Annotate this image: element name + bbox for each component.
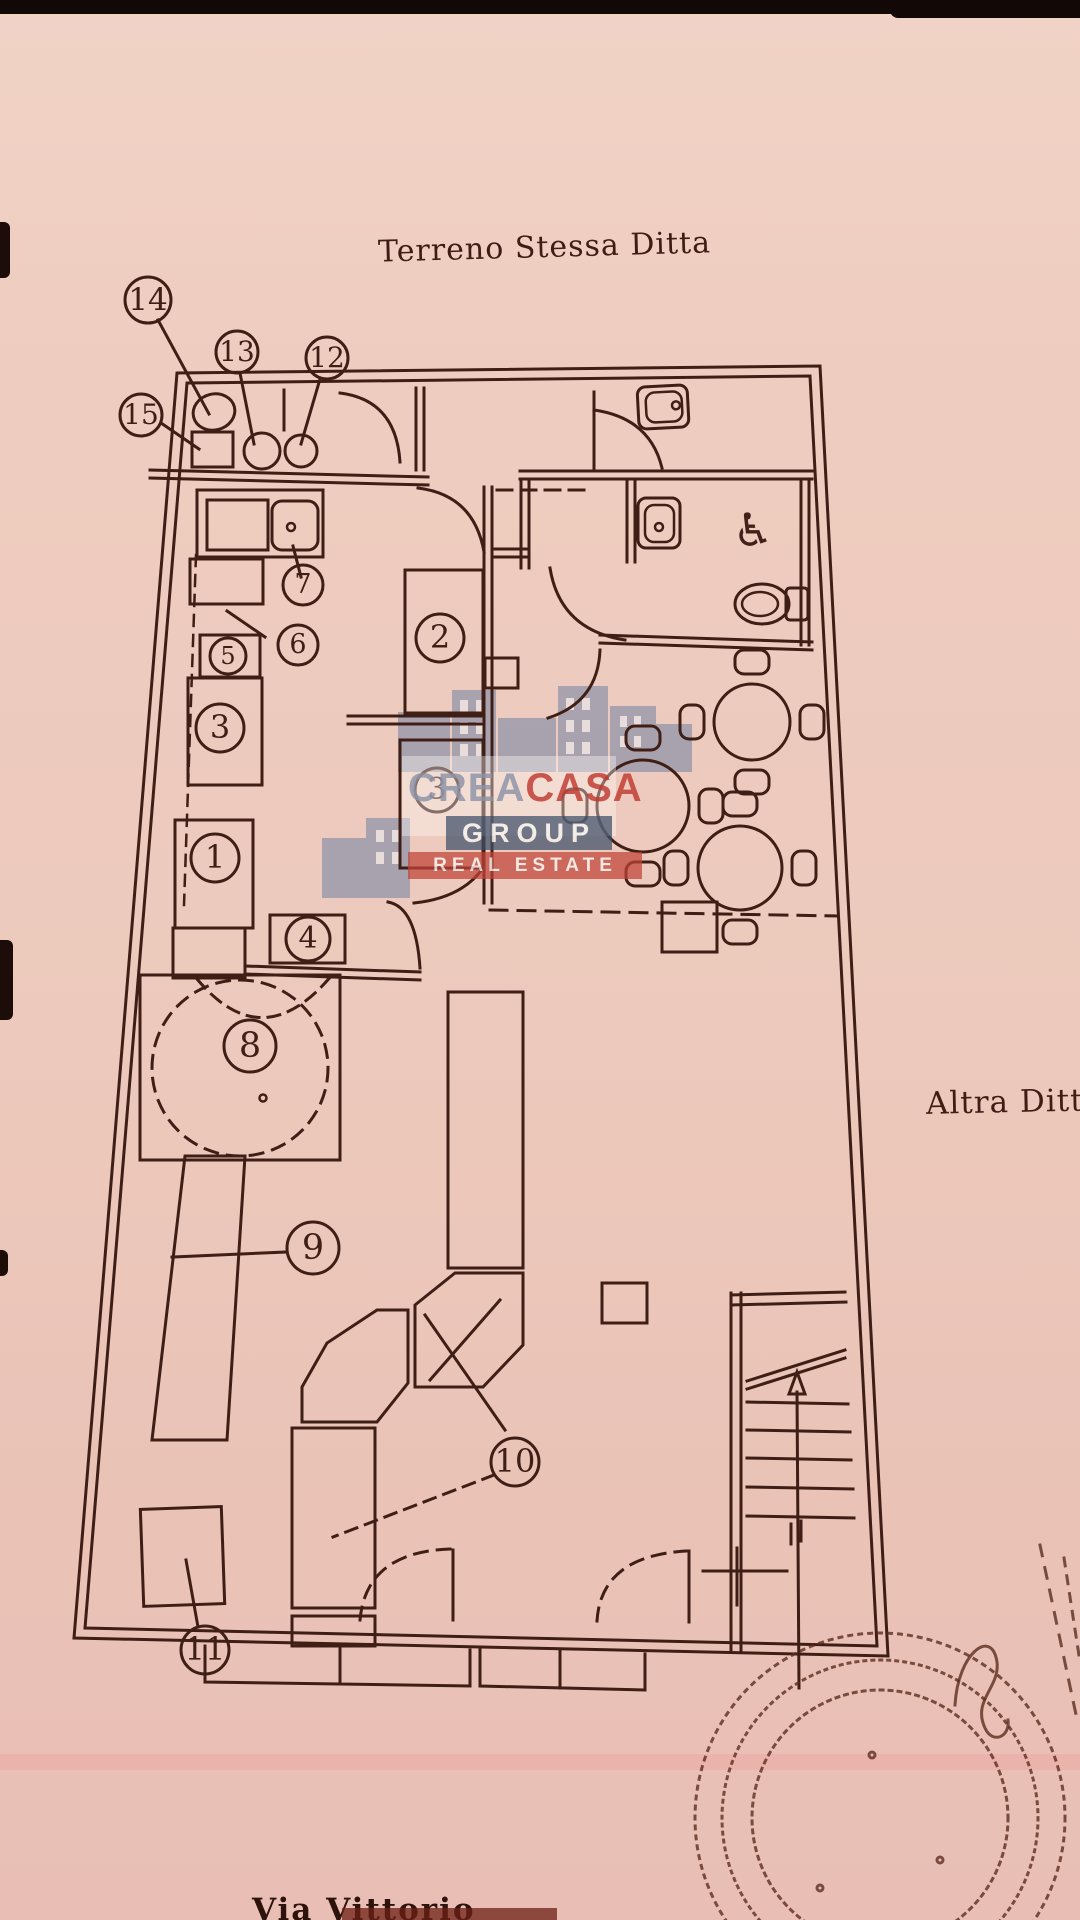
door-arc (338, 391, 402, 464)
photo-left-edge-mark (0, 222, 10, 278)
counter-10 (290, 1426, 377, 1610)
photo-left-edge-mark (0, 940, 13, 1020)
watermark-buildings (322, 686, 692, 898)
room-marker: 2 (414, 612, 466, 664)
bathrooms-right: ♿ (495, 383, 814, 720)
signature-squiggle (953, 1644, 1010, 1739)
staircase (600, 1281, 856, 1690)
dining-area (488, 900, 840, 954)
svg-text:15: 15 (123, 398, 159, 431)
watermark-windows (376, 698, 641, 864)
door-arc (548, 566, 627, 642)
rubber-stamp (693, 1543, 1080, 1920)
room-marker: 14 (123, 275, 212, 417)
room-marker: 1 (189, 832, 241, 884)
toilet (733, 582, 810, 626)
door-arc (386, 900, 422, 970)
sink-drain (285, 521, 297, 533)
room-marker: 3 (413, 766, 461, 814)
room-marker: 8 (222, 1018, 278, 1074)
svg-text:9: 9 (302, 1228, 324, 1268)
door-arc (592, 408, 664, 470)
watermark-group-label: GROUP (446, 816, 612, 850)
basin-oval (191, 392, 237, 432)
counter-vertical (446, 990, 525, 1270)
counter-bend (300, 1308, 410, 1424)
svg-text:3: 3 (210, 708, 230, 746)
svg-text:1: 1 (205, 838, 225, 876)
lower-left-zone (138, 973, 525, 1648)
dining-table (662, 790, 818, 946)
outer-walls (72, 364, 890, 1658)
svg-text:8: 8 (239, 1026, 261, 1066)
counter-2 (403, 568, 485, 715)
fixture-12-round (283, 433, 319, 469)
appliance-4 (268, 913, 347, 965)
fixture-15-square (190, 430, 235, 469)
svg-text:13: 13 (219, 335, 255, 368)
svg-text:2: 2 (430, 618, 450, 656)
watermark-brand-gray: CREA (408, 766, 526, 810)
pillar-hatched (600, 1281, 649, 1325)
room-marker: 3 (194, 702, 246, 754)
svg-text:7: 7 (294, 569, 311, 600)
room-marker: 7 (281, 544, 325, 607)
long-counter-9 (150, 1154, 247, 1442)
watermark-brand: CREACASA (408, 766, 648, 811)
wheelchair-icon: ♿ (732, 503, 773, 557)
svg-text:3: 3 (427, 772, 446, 807)
door-arc-dashed (358, 1547, 452, 1622)
room-marker: 9 (170, 1220, 341, 1276)
svg-text:6: 6 (289, 629, 306, 660)
room-marker: 6 (224, 608, 320, 667)
photo-top-edge-right (890, 0, 1080, 18)
svg-text:4: 4 (298, 921, 317, 956)
room-marker: 10 (331, 1436, 541, 1539)
door-arc-dashed (194, 972, 335, 1019)
photo-light-band (0, 1754, 1080, 1770)
counter-bend-x (413, 1271, 525, 1389)
room-marker: 5 (208, 636, 248, 676)
appliance-11 (138, 1505, 227, 1608)
pillar-hatched (660, 900, 719, 954)
bottom-openings (203, 1547, 691, 1692)
door-arc (546, 648, 602, 720)
drainboard (205, 498, 270, 552)
pillar-hatched (483, 656, 520, 690)
shaft-hatched (171, 926, 247, 980)
plan-label-altra-ditta: Altra Ditta (925, 1082, 1080, 1122)
prep-area-square (138, 973, 342, 1162)
room-marker: 15 (118, 392, 202, 452)
room-marker: 11 (179, 1558, 231, 1676)
svg-text:14: 14 (128, 282, 167, 318)
room-marker: 4 (284, 915, 332, 963)
round-table-dashed (150, 978, 330, 1158)
svg-text:11: 11 (185, 1630, 226, 1668)
door-arc-dashed (595, 1549, 688, 1623)
counter-lower (290, 1614, 377, 1648)
washbasin (635, 383, 691, 431)
svg-text:12: 12 (309, 341, 345, 374)
dining-table (678, 648, 826, 796)
svg-text:5: 5 (220, 642, 235, 670)
door-arc (416, 486, 486, 554)
wc-room-top-left (148, 386, 430, 487)
sink-counter (195, 488, 325, 559)
stair-direction-arrow (786, 1367, 808, 1690)
room-marker: 13 (214, 329, 260, 446)
photo-top-edge (0, 0, 1080, 14)
watermark-brand-red: CASA (525, 766, 643, 810)
counter-6 (188, 557, 265, 606)
washbasin (636, 496, 682, 550)
bottom-caption-mark (342, 1908, 557, 1920)
room-marker: 12 (299, 335, 350, 446)
watermark-realestate-label: REAL ESTATE (408, 852, 642, 879)
appliance-3 (186, 676, 264, 787)
svg-text:10: 10 (495, 1442, 536, 1480)
photo-left-edge-mark (0, 1250, 8, 1276)
fixture-13-round (242, 431, 282, 471)
